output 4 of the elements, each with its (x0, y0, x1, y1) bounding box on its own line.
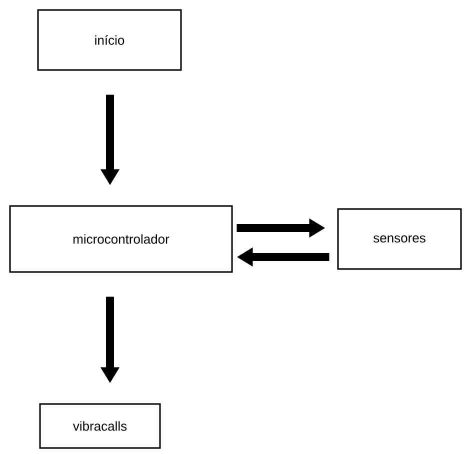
process-box: sensores (337, 208, 462, 270)
process-box: vibracalls (39, 403, 161, 449)
process-box: início (37, 9, 182, 71)
process-box: microcontrolador (9, 205, 233, 273)
